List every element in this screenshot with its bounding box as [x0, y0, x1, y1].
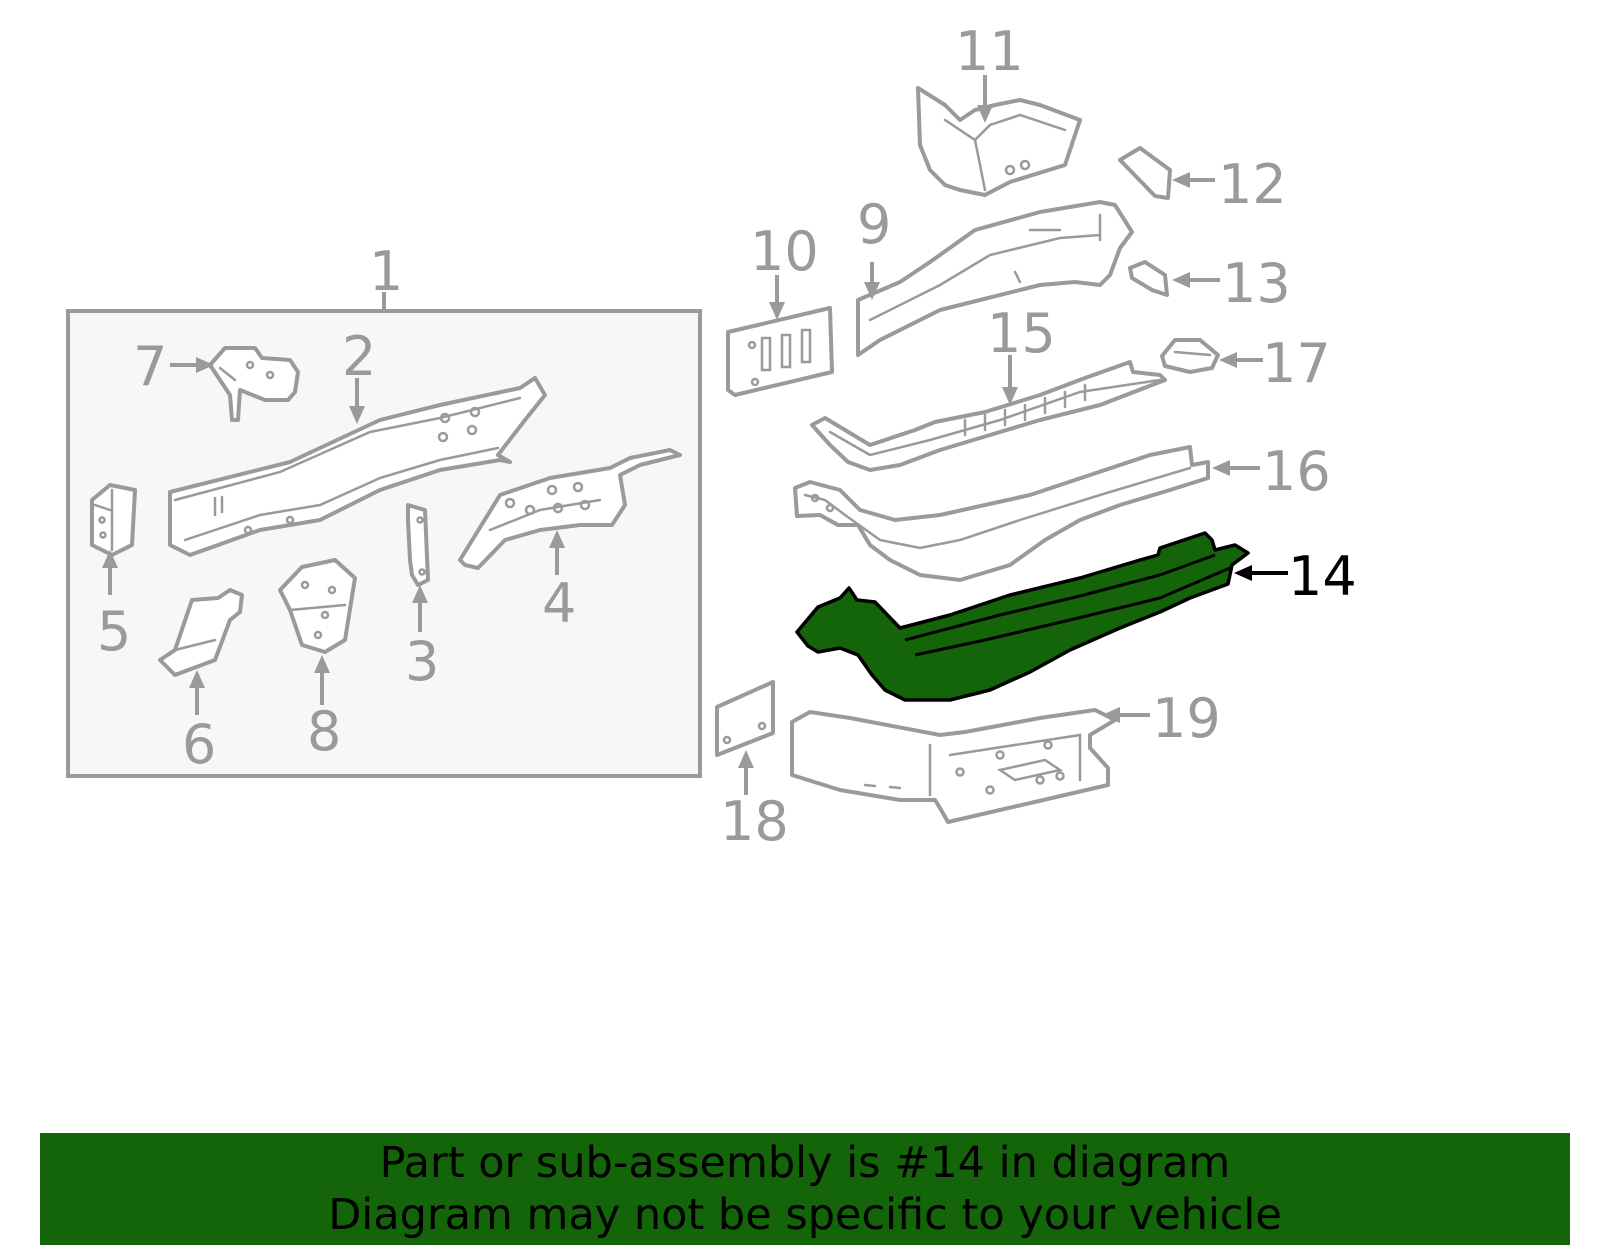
part-2[interactable] [168, 376, 547, 557]
part-18[interactable] [715, 680, 775, 757]
part-16[interactable] [793, 445, 1210, 582]
part-14[interactable] [795, 531, 1250, 702]
callout-2[interactable]: 2 [342, 325, 376, 388]
callout-10[interactable]: 10 [750, 220, 819, 283]
callout-15[interactable]: 15 [987, 302, 1056, 365]
part-3[interactable] [406, 503, 430, 587]
part-11[interactable] [916, 86, 1082, 197]
callout-14[interactable]: 14 [1288, 545, 1357, 608]
callout-4[interactable]: 4 [542, 572, 576, 635]
callout-11[interactable]: 11 [955, 20, 1024, 83]
callout-8[interactable]: 8 [307, 700, 341, 763]
callout-16[interactable]: 16 [1262, 440, 1331, 503]
part-10[interactable] [726, 306, 834, 397]
part-7[interactable] [208, 346, 300, 422]
part-19[interactable] [790, 708, 1117, 824]
part-8[interactable] [278, 558, 357, 654]
callout-7[interactable]: 7 [133, 335, 167, 398]
part-15[interactable] [810, 360, 1167, 472]
callout-5[interactable]: 5 [97, 600, 131, 663]
callout-18[interactable]: 18 [720, 790, 789, 853]
callout-1[interactable]: 1 [369, 240, 403, 303]
part-12[interactable] [1118, 146, 1172, 200]
part-9[interactable] [856, 200, 1134, 357]
callout-6[interactable]: 6 [182, 713, 216, 776]
part-6[interactable] [158, 588, 244, 677]
callout-9[interactable]: 9 [857, 193, 891, 256]
banner-line-2: Diagram may not be specific to your vehi… [328, 1190, 1282, 1240]
part-5[interactable] [90, 483, 137, 557]
callout-3[interactable]: 3 [405, 630, 439, 693]
callout-13[interactable]: 13 [1222, 252, 1291, 315]
part-17[interactable] [1160, 338, 1220, 374]
part-13[interactable] [1128, 260, 1169, 297]
info-banner: Part or sub-assembly is #14 in diagram D… [40, 1133, 1570, 1245]
part-4[interactable] [458, 448, 682, 570]
callout-17[interactable]: 17 [1262, 332, 1331, 395]
callout-19[interactable]: 19 [1152, 687, 1221, 750]
callout-12[interactable]: 12 [1218, 153, 1287, 216]
banner-line-1: Part or sub-assembly is #14 in diagram [379, 1138, 1231, 1188]
